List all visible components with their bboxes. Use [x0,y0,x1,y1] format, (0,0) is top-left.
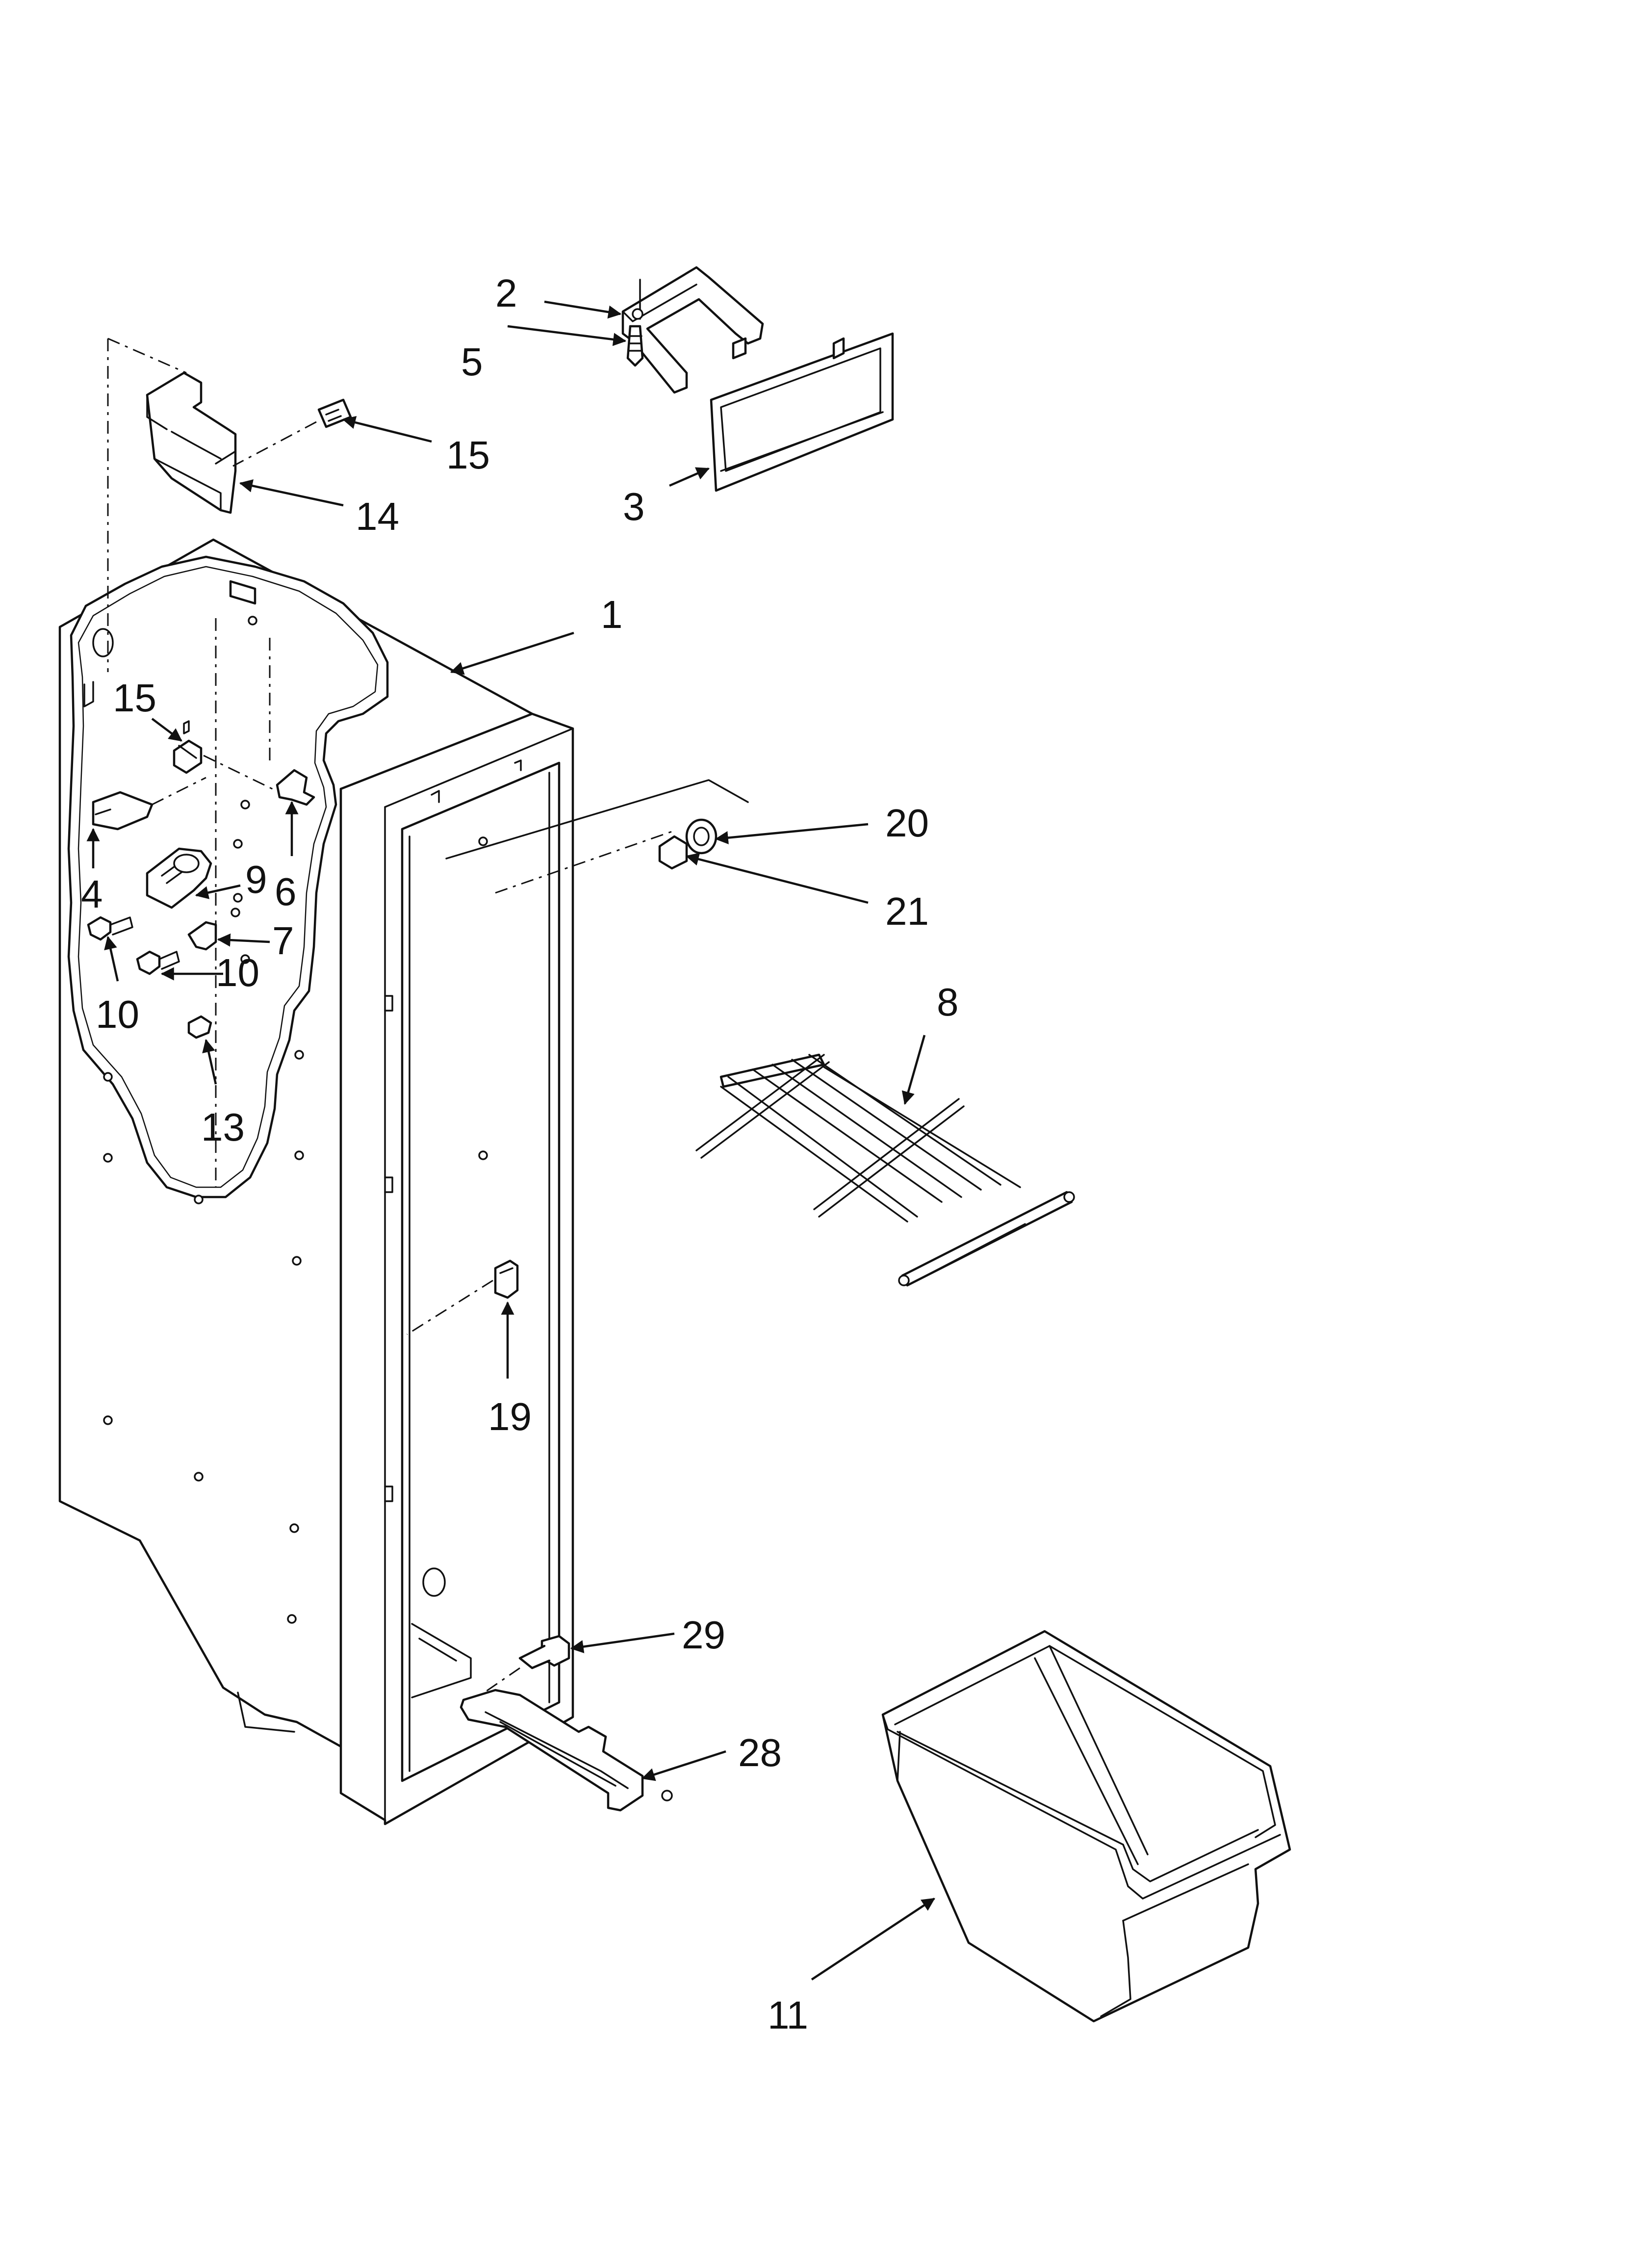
freezer-liner [58,538,574,1825]
callout-11: 11 [768,1993,808,2037]
part-8-wire-shelf [695,1053,1075,1287]
callout-8: 8 [937,980,959,1024]
callout-29: 29 [682,1613,725,1657]
callout-21: 21 [885,889,929,933]
part-10-screw-a [87,916,133,941]
callout-14: 14 [356,495,399,538]
callout-6: 6 [275,870,297,913]
callout-28: 28 [738,1731,782,1774]
leader-20 [715,823,869,845]
leader-14 [239,479,344,507]
part-19-clip [407,1259,519,1335]
leader-2 [544,300,622,319]
leader-21 [685,853,869,904]
callout-10a: 10 [96,992,139,1036]
callout-13: 13 [201,1105,245,1149]
callout-labels: 1 2 3 4 5 6 7 8 9 10 10 11 13 14 15 15 1… [81,271,959,2037]
leader-11 [811,1898,935,1981]
leader-3 [669,467,710,487]
part-6-clip [276,769,315,806]
leader-8 [901,1035,926,1105]
callout-15a: 15 [446,433,490,477]
leader-28 [641,1750,726,1781]
callout-15b: 15 [113,676,156,720]
leader-7 [217,933,270,947]
part-9-thermostat [146,847,212,909]
part-7-clip [187,908,240,951]
part-15-screw-left [173,720,285,796]
callout-3: 3 [623,485,645,528]
callout-9: 9 [245,858,267,901]
part-13-plug [187,1015,212,1039]
leader-9 [195,884,241,899]
part-28-rail [460,1689,673,1812]
part-5-screw [626,325,644,367]
part-15-screw-top [232,398,352,467]
part-4-clip [92,777,206,831]
leader-13 [202,1039,217,1085]
part-14-bracket [107,338,237,672]
leader-5 [507,325,627,346]
leader-29 [570,1632,675,1653]
callout-2: 2 [495,271,517,315]
part-11-bin [881,1630,1291,2023]
callout-7: 7 [272,919,294,963]
part-3-trim-frame [710,332,894,492]
callout-20: 20 [885,801,929,845]
callout-1: 1 [601,593,623,636]
callout-19: 19 [488,1395,532,1438]
part-10-screw-b [136,950,180,975]
callout-5: 5 [461,340,483,384]
leader-15b [151,718,182,742]
callout-10b: 10 [216,951,259,994]
leader-lines [86,300,935,1981]
leader-10a [104,936,119,982]
leader-1 [450,631,574,675]
part-2-hinge [621,266,764,394]
part-20-21-fastener [445,779,749,894]
leader-15a [342,416,432,443]
callout-4: 4 [81,872,103,916]
part-29-screw [480,1635,570,1696]
